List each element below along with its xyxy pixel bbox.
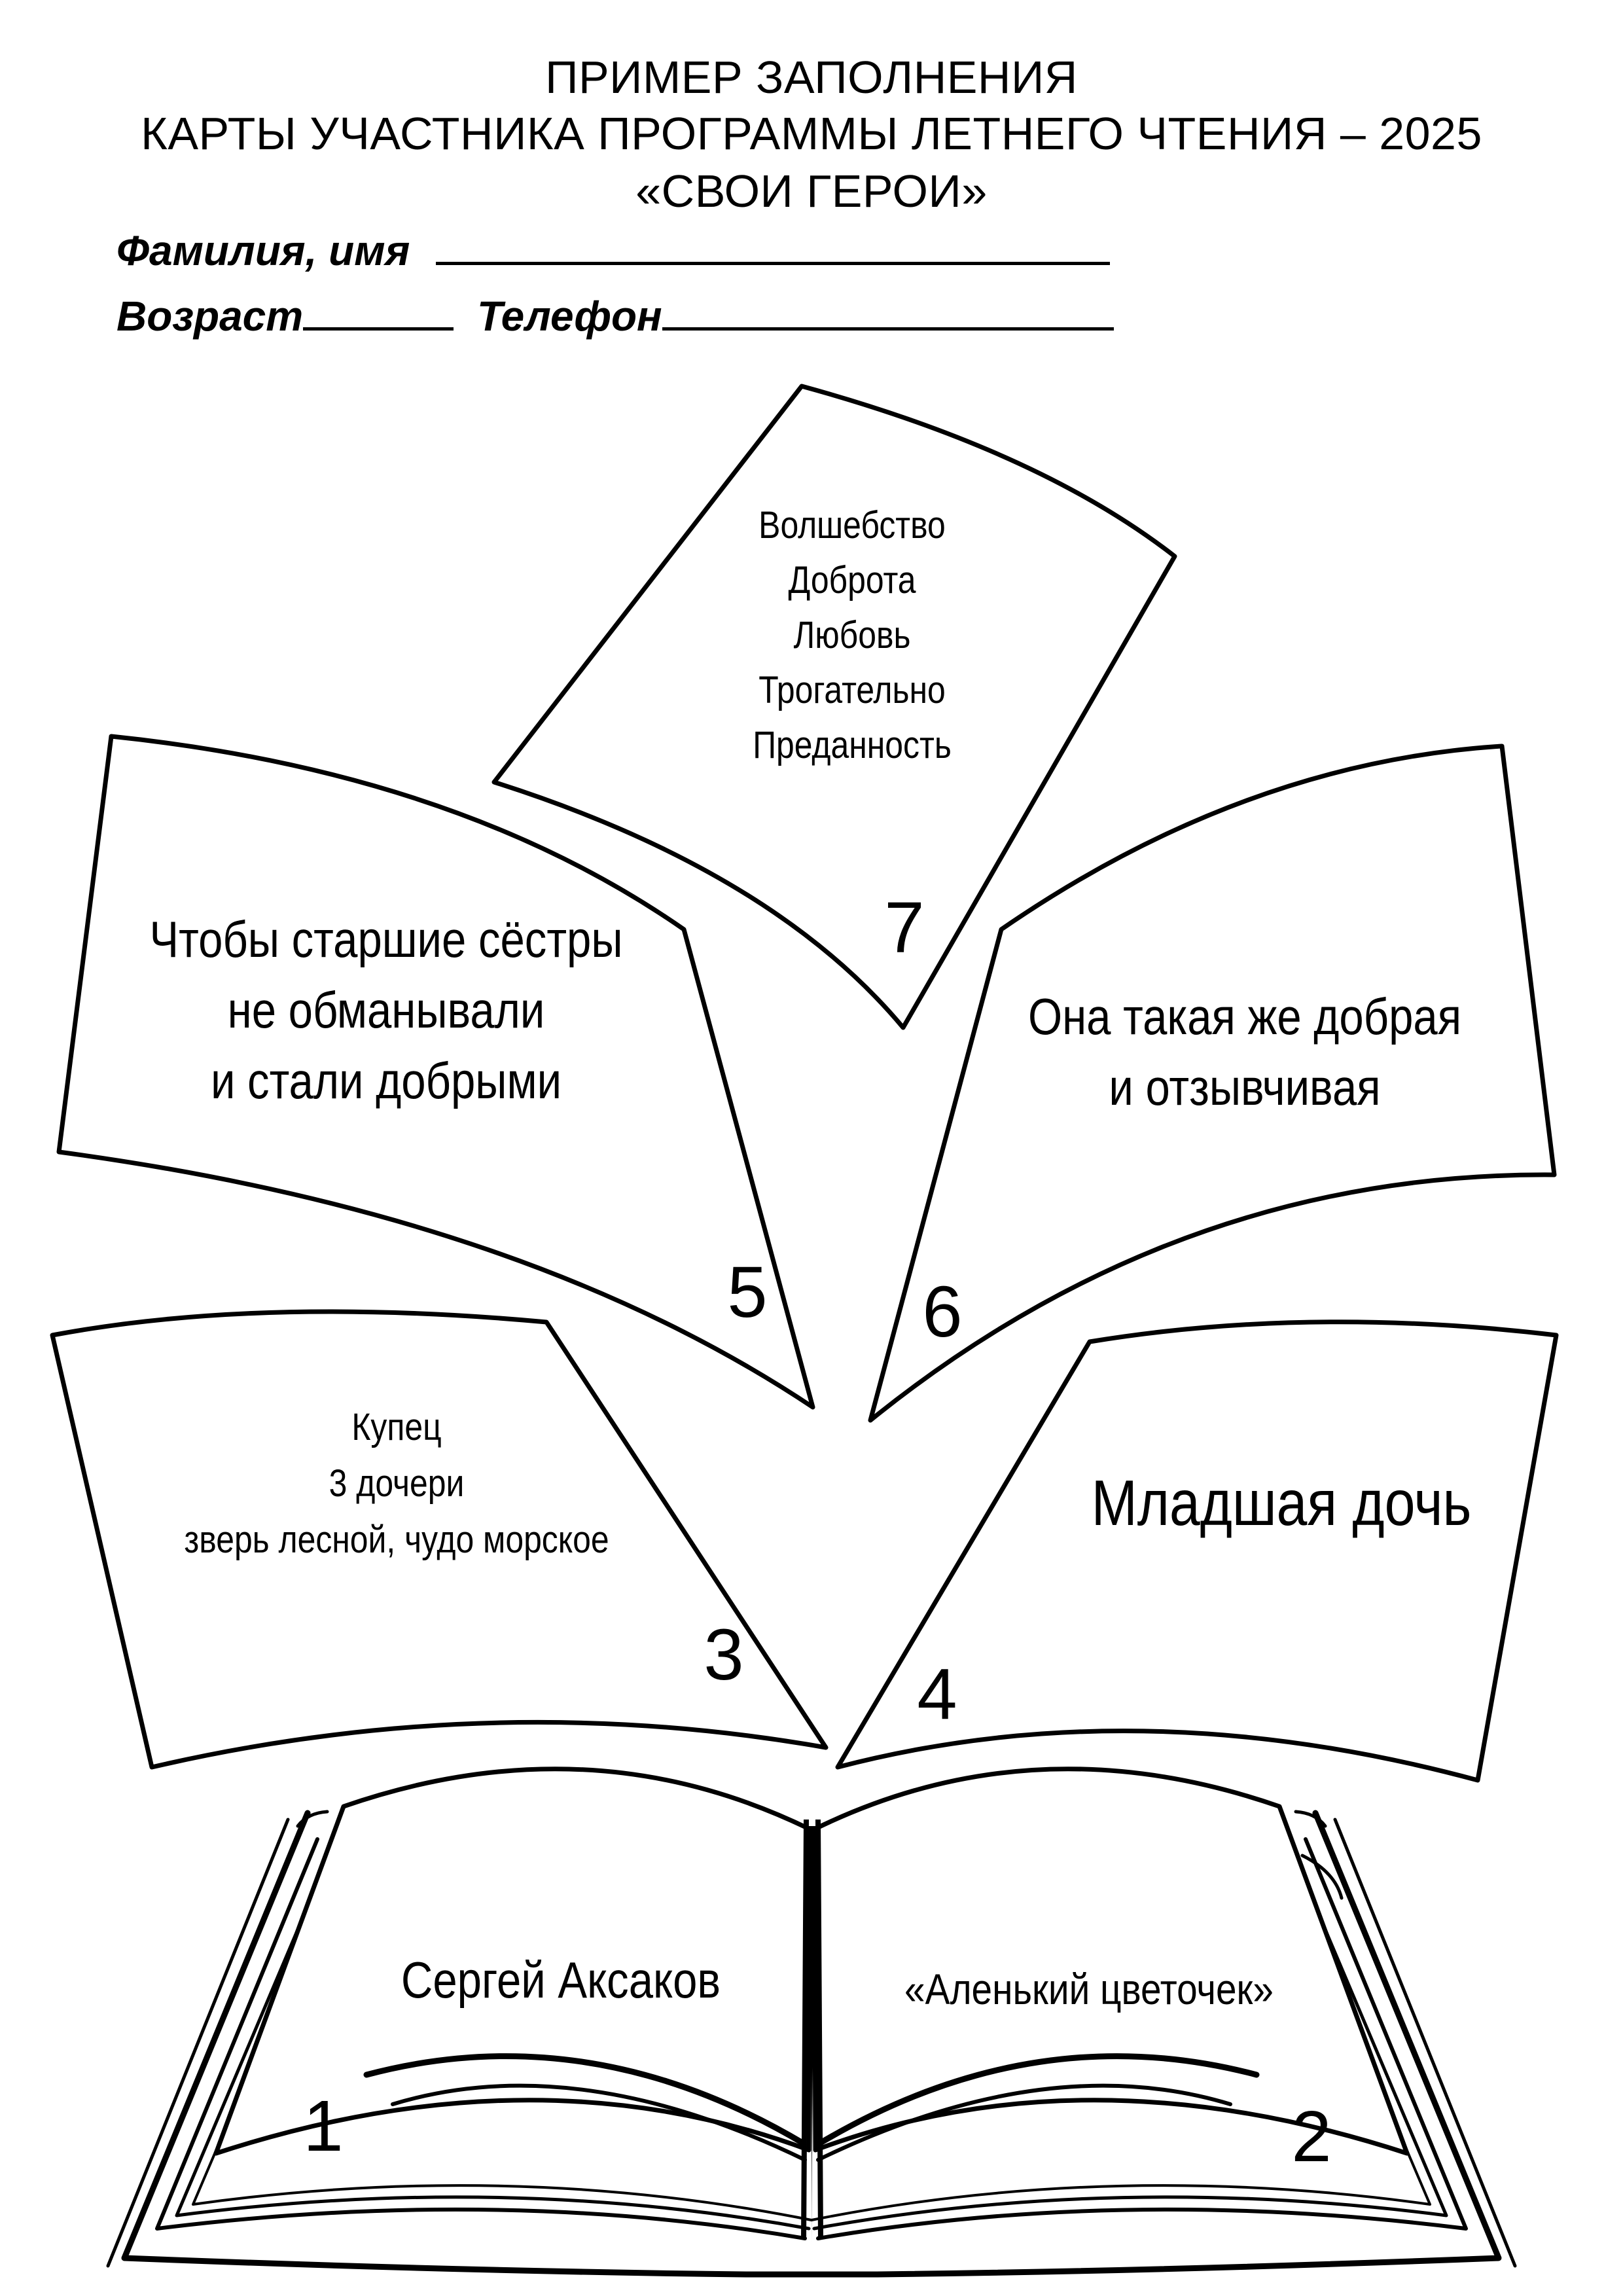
sheet-6-number: 6	[922, 1272, 962, 1352]
left-page-author: Сергей Аксаков	[401, 1952, 721, 2009]
age-field[interactable]	[303, 296, 454, 331]
sheet-4-line-1: Младшая дочь	[1092, 1467, 1472, 1539]
sheet-5-line-2: не обманывали	[228, 982, 545, 1039]
sheet-7-number: 7	[884, 888, 924, 968]
sheet-7-line-5: Преданность	[753, 725, 952, 766]
right-page-number: 2	[1291, 2096, 1331, 2177]
sheet-3	[50, 1309, 829, 1770]
sheet-4-number: 4	[917, 1654, 957, 1734]
right-page-title: «Аленький цветочек»	[904, 1965, 1274, 2014]
sheet-3-line-3: зверь лесной, чудо морское	[184, 1519, 609, 1561]
sheet-7	[491, 384, 1177, 1030]
sheet-7-line-4: Трогательно	[758, 670, 946, 711]
sheet-5-number: 5	[727, 1252, 767, 1333]
sheet-7-line-1: Волшебство	[758, 505, 946, 547]
sheet-7-line-2: Доброта	[788, 560, 916, 601]
phone-field[interactable]	[662, 296, 1114, 331]
book-left-page	[213, 1767, 813, 2156]
age-phone-row: Возраст Телефон	[116, 292, 1114, 340]
sheet-7-line-3: Любовь	[794, 615, 911, 656]
sheet-3-line-1: Купец	[351, 1407, 441, 1448]
title-line-1: ПРИМЕР ЗАПОЛНЕНИЯ	[545, 52, 1078, 103]
name-field[interactable]	[436, 230, 1111, 265]
sheet-4	[835, 1319, 1559, 1783]
sheet-5-line-1: Чтобы старшие сёстры	[149, 911, 622, 968]
title-line-2: КАРТЫ УЧАСТНИКА ПРОГРАММЫ ЛЕТНЕГО ЧТЕНИЯ…	[141, 108, 1482, 159]
age-label: Возраст	[116, 293, 304, 340]
phone-label: Телефон	[476, 293, 662, 340]
sheet-3-number: 3	[704, 1615, 743, 1695]
name-row: Фамилия, имя	[116, 226, 1111, 275]
book-right-page	[812, 1767, 1410, 2156]
sheet-5-line-3: и стали добрыми	[211, 1052, 562, 1109]
sheet-3-line-2: 3 дочери	[329, 1463, 465, 1505]
title-line-3: «СВОИ ГЕРОИ»	[635, 166, 988, 217]
sheet-6-line-1: Она такая же добрая	[1028, 988, 1461, 1045]
open-book	[106, 1810, 1517, 2278]
left-page-number: 1	[303, 2086, 343, 2166]
sheet-6-line-2: и отзывчивая	[1109, 1059, 1380, 1116]
sheet-6	[868, 744, 1557, 1423]
sheet-5	[56, 734, 815, 1410]
name-label: Фамилия, имя	[116, 227, 410, 274]
